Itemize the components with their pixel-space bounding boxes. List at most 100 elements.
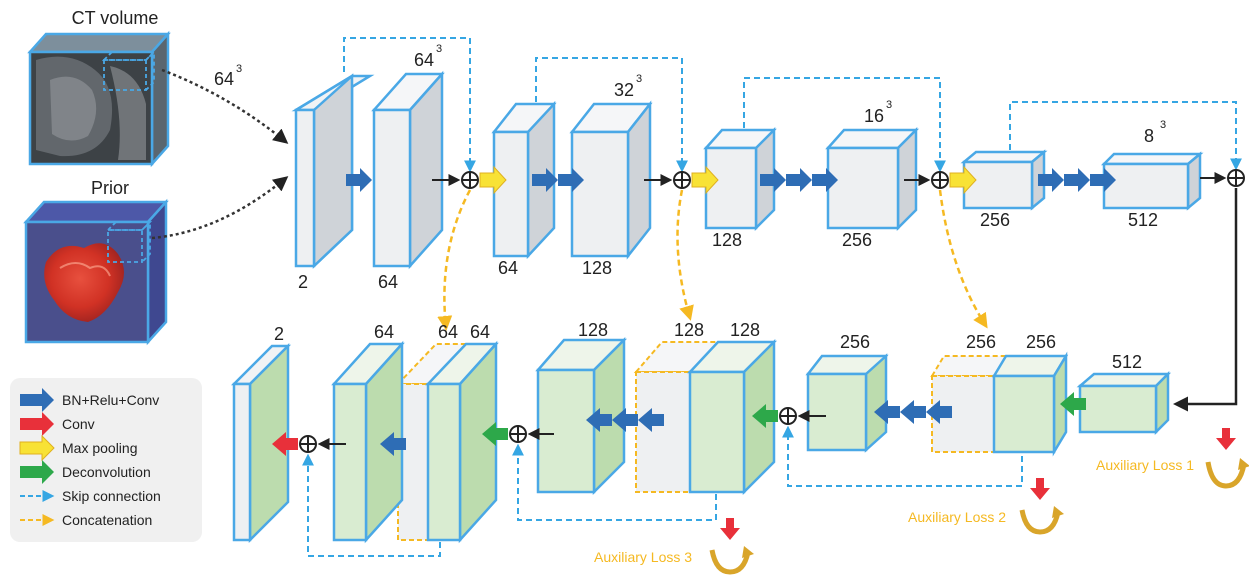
dec4-channels: 512: [1112, 352, 1142, 372]
deconv-arrow-4: [1060, 392, 1086, 416]
legend-label-0: BN+Relu+Conv: [62, 392, 159, 408]
concat-connection-1: [437, 189, 472, 331]
conv-arrow-d3a: [926, 400, 952, 424]
conv-arrow-d2c: [586, 408, 612, 432]
yellow-arrow-icon: [19, 434, 55, 462]
enc1-channels: 64: [378, 272, 398, 292]
enc2-channels: 128: [582, 258, 612, 278]
sum-node-dec1: [299, 435, 317, 453]
enc4-block-b: [1100, 151, 1204, 211]
enc3-in-channels: 128: [712, 230, 742, 250]
legend-label-4: Skip connection: [62, 488, 161, 504]
ct-volume-title: CT volume: [72, 8, 159, 28]
conv-arrow-d2b: [612, 408, 638, 432]
sum-node-enc2: [673, 171, 691, 189]
ct-input-arrow: [161, 68, 289, 144]
enc2-block-b: [569, 100, 653, 260]
enc3-channels: 256: [842, 230, 872, 250]
dec1-concat-channels: 64: [438, 322, 458, 342]
dec2-skip-block: [687, 338, 778, 496]
prior-title: Prior: [91, 178, 129, 198]
concat-connection-3: [938, 189, 988, 329]
legend-label-2: Max pooling: [62, 440, 138, 456]
dec1-skip-channels: 64: [470, 322, 490, 342]
conv-arrow-e2a: [532, 168, 558, 192]
conv-arrow-e3b: [786, 168, 812, 192]
conv-arrow-e3a: [760, 168, 786, 192]
deconv-arrow-2: [482, 422, 508, 446]
decoder-skip-1: [302, 453, 441, 557]
dec3-skip-block: [991, 351, 1069, 457]
enc3-size: 16: [864, 106, 884, 126]
enc2-in-channels: 64: [498, 258, 518, 278]
enc4-size-exp: 3: [1160, 119, 1166, 131]
dec3-concat-channels: 256: [966, 332, 996, 352]
prior-cube: [23, 198, 169, 346]
conv-arrow-e4b: [1064, 168, 1090, 192]
enc1-in-channels: 2: [298, 272, 308, 292]
conv-arrow-d3c: [874, 400, 900, 424]
skip-connection-3: [743, 77, 946, 173]
ct-volume-cube: [27, 30, 171, 168]
green-arrow-icon: [20, 460, 54, 484]
dec2-out-channels: 128: [578, 320, 608, 340]
enc3-block-b: [825, 126, 920, 232]
enc1-block-a: [291, 73, 375, 269]
legend-label-5: Concatenation: [62, 512, 152, 528]
sum-node-enc1: [461, 171, 479, 189]
enc3-size-exp: 3: [886, 99, 892, 111]
input-size-label: 64: [214, 69, 234, 89]
enc4-in-channels: 256: [980, 210, 1010, 230]
aux-loss-2-label: Auxiliary Loss 2: [908, 509, 1006, 525]
output-block: [230, 342, 292, 544]
conv-arrow-e4a: [1038, 168, 1064, 192]
concat-connection-2: [676, 189, 694, 321]
dec1-out-channels: 64: [374, 322, 394, 342]
enc1-size: 64: [414, 50, 434, 70]
dec3-out-block: [805, 353, 889, 453]
skip-connection-4: [1009, 101, 1242, 171]
legend-label-3: Deconvolution: [62, 464, 151, 480]
blue-arrow-icon: [20, 388, 54, 412]
enc4-size: 8: [1144, 126, 1154, 146]
dec3-skip-channels: 256: [1026, 332, 1056, 352]
enc4-channels: 512: [1128, 210, 1158, 230]
enc1-block-b: [371, 70, 445, 270]
sum-node-dec2: [509, 425, 527, 443]
skip-connection-1: [343, 37, 476, 173]
sum-node-dec3: [779, 407, 797, 425]
aux-loss-1-label: Auxiliary Loss 1: [1096, 457, 1194, 473]
dec2-concat-channels: 128: [674, 320, 704, 340]
maxpool-arrow-3: [949, 165, 977, 195]
maxpool-arrow-2: [691, 165, 719, 195]
conv-arrow-e4c: [1090, 168, 1116, 192]
conv-arrow-d1a: [380, 432, 406, 456]
output-channels: 2: [274, 324, 284, 344]
legend: BN+Relu+Conv Conv Max pooling Deconvolut…: [10, 378, 202, 542]
skip-connection-2: [535, 57, 688, 173]
aux-loss-2-icon: [1019, 478, 1064, 535]
dec2-concat-block: [633, 341, 723, 493]
conv-arrow-e3c: [812, 168, 838, 192]
dec4-block: [1076, 370, 1172, 436]
enc2-size-exp: 3: [636, 73, 642, 85]
sum-node-enc3: [931, 171, 949, 189]
dec2-skip-channels: 128: [730, 320, 760, 340]
conv-arrow-d3b: [900, 400, 926, 424]
decoder-skip-3: [782, 425, 1023, 487]
output-conv-arrow: [272, 432, 298, 456]
input-size-exp: 3: [236, 63, 242, 75]
sum-node-enc4: [1227, 169, 1245, 187]
dec1-skip-block: [425, 340, 499, 544]
bottleneck-connector: [1173, 188, 1238, 412]
aux-loss-3-label: Auxiliary Loss 3: [594, 549, 692, 565]
enc1-size-exp: 3: [436, 43, 442, 55]
prior-input-arrow: [151, 176, 289, 240]
conv-arrow-e2b: [558, 168, 584, 192]
legend-label-1: Conv: [62, 416, 95, 432]
deconv-arrow-3: [752, 404, 778, 428]
maxpool-arrow-1: [479, 165, 507, 195]
red-arrow-icon: [20, 412, 54, 436]
conv-arrow-d2a: [638, 408, 664, 432]
